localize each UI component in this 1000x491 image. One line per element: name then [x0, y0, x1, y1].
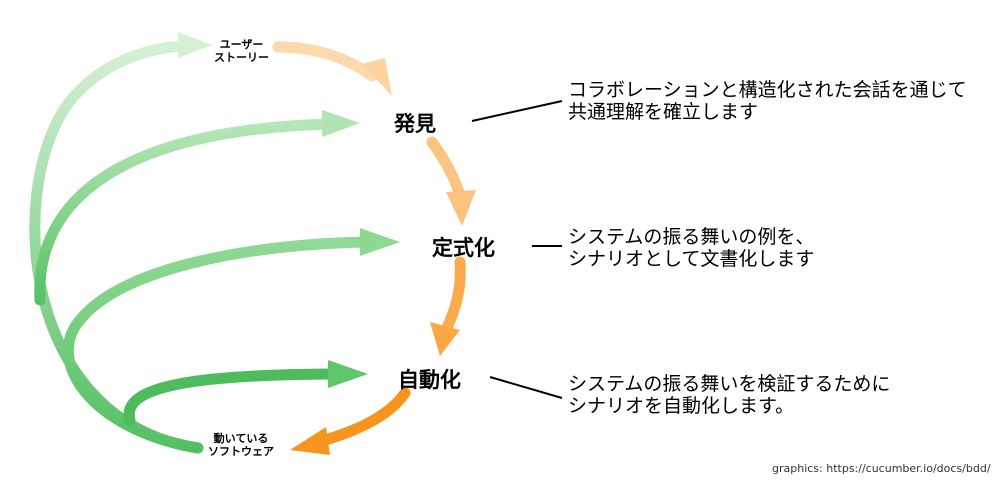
arrowhead-to-formulation-orange	[446, 190, 476, 226]
discovery-label: 発見	[394, 112, 436, 136]
arrow-userstory-to-discovery	[272, 41, 378, 82]
user-story-label-line1: ユーザー	[219, 38, 264, 51]
arrowhead-userstory	[178, 32, 212, 58]
arrowhead-formulation	[360, 228, 400, 256]
arrowhead-discovery	[322, 110, 360, 137]
formulation-description-line1: システムの振る舞いの例を、	[568, 226, 815, 248]
formulation-label: 定式化	[432, 236, 495, 260]
automation-description: システムの振る舞いを検証するために シナリオを自動化します。	[568, 373, 890, 417]
user-story-label-line2: ストーリー	[214, 51, 269, 64]
arrow-to-formulation	[62, 236, 371, 454]
arrow-discovery-to-formulation	[426, 136, 466, 202]
arrow-automation-to-software	[316, 387, 411, 447]
arrowhead-to-discovery-orange	[362, 58, 392, 96]
arrowhead-to-software-orange	[290, 427, 330, 455]
automation-description-line2: シナリオを自動化します。	[568, 395, 795, 417]
automation-label: 自動化	[398, 368, 461, 392]
arrow-to-discovery	[34, 118, 336, 306]
arrow-formulation-to-automation	[441, 256, 466, 334]
discovery-description: コラボレーションと構造化された会話を通じて 共通理解を確立します	[568, 79, 967, 123]
discovery-description-line2: 共通理解を確立します	[568, 101, 759, 123]
connector-automation	[489, 376, 563, 399]
working-software-label-line2: ソフトウェア	[208, 445, 274, 458]
automation-description-line1: システムの振る舞いを検証するために	[568, 373, 891, 395]
working-software-label: 動いている ソフトウェア	[208, 432, 274, 458]
arrowhead-to-automation-orange	[430, 322, 460, 356]
working-software-label-line1: 動いている	[213, 432, 269, 445]
formulation-description-line2: シナリオとして文書化します	[568, 248, 815, 270]
discovery-description-line1: コラボレーションと構造化された会話を通じて	[568, 79, 967, 101]
formulation-description: システムの振る舞いの例を、 シナリオとして文書化します	[568, 226, 814, 270]
graphics-credit: graphics: https://cucumber.io/docs/bdd/	[772, 462, 991, 475]
arrow-to-automation	[123, 368, 336, 426]
user-story-label: ユーザー ストーリー	[214, 38, 269, 64]
arrowhead-automation	[328, 360, 368, 388]
connector-discovery	[471, 100, 563, 122]
